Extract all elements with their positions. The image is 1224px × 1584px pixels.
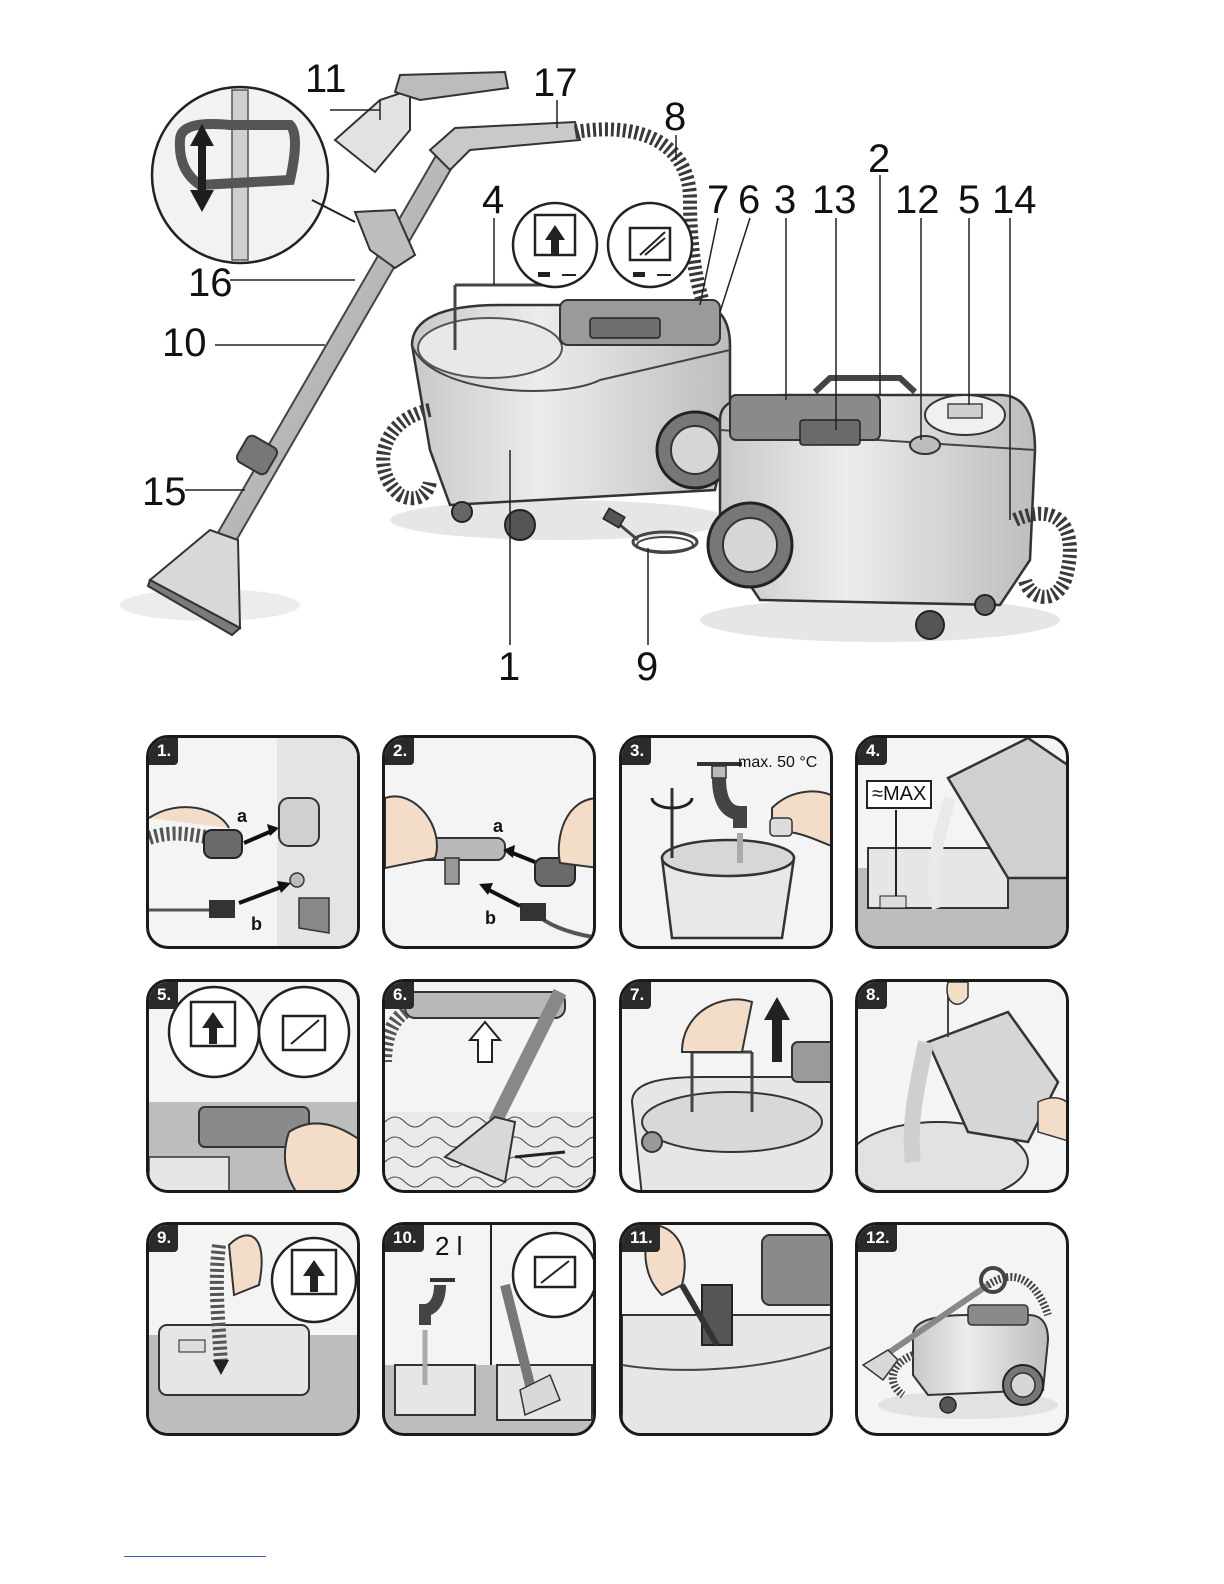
- handle-detail-circle: [152, 87, 355, 263]
- callout-4: 4: [482, 178, 504, 222]
- step-number: 3.: [622, 738, 651, 765]
- step-number: 6.: [385, 982, 414, 1009]
- footer-divider: [124, 1556, 266, 1557]
- step-panel-10: 10. 2 l: [382, 1222, 596, 1436]
- callout-3: 3: [774, 178, 796, 222]
- step-9-illustration: [149, 1225, 360, 1436]
- max-temperature-label: max. 50 °C: [738, 754, 817, 772]
- callout-6: 6: [738, 178, 760, 222]
- step-panel-8: 8.: [855, 979, 1069, 1193]
- step-number: 11.: [622, 1225, 660, 1252]
- max-fill-label: ≈MAX: [866, 780, 932, 809]
- step-8-illustration: [858, 982, 1069, 1193]
- water-amount-label: 2 l: [435, 1231, 462, 1262]
- step-panel-3: 3. max. 50 °C: [619, 735, 833, 949]
- step-panel-9: 9.: [146, 1222, 360, 1436]
- step-number: 7.: [622, 982, 651, 1009]
- callout-1: 1: [498, 645, 520, 689]
- step-4-illustration: [858, 738, 1069, 949]
- step-panel-12: 12.: [855, 1222, 1069, 1436]
- step-panel-1: 1. a b: [146, 735, 360, 949]
- label-b: b: [251, 914, 262, 935]
- callout-9: 9: [636, 645, 658, 689]
- device-rear-unit: [708, 378, 1070, 639]
- callout-8: 8: [664, 95, 686, 139]
- step-7-illustration: [622, 982, 833, 1193]
- step-number: 12.: [858, 1225, 897, 1252]
- step-number: 2.: [385, 738, 414, 765]
- callout-16: 16: [188, 261, 233, 305]
- step-number: 8.: [858, 982, 887, 1009]
- label-b: b: [485, 908, 496, 929]
- step-5-illustration: [149, 982, 360, 1193]
- step-number: 9.: [149, 1225, 178, 1252]
- step-panel-4: 4. ≈MAX: [855, 735, 1069, 949]
- overview-illustration: 11 17 8 2 4 7 6 3 13 12 5 14 16 10 15 1 …: [0, 0, 1224, 700]
- callout-13: 13: [812, 178, 857, 222]
- callout-11: 11: [305, 57, 347, 101]
- label-a: a: [237, 806, 247, 827]
- step-panel-7: 7.: [619, 979, 833, 1193]
- hand-nozzle: [335, 72, 508, 172]
- step-12-illustration: [858, 1225, 1069, 1436]
- step-panel-5: 5.: [146, 979, 360, 1193]
- step-panel-6: 6.: [382, 979, 596, 1193]
- callout-12: 12: [895, 178, 940, 222]
- step-11-illustration: [622, 1225, 833, 1436]
- callout-15: 15: [142, 470, 187, 514]
- callout-14: 14: [992, 178, 1037, 222]
- callout-17: 17: [533, 61, 578, 105]
- step-6-illustration: [385, 982, 596, 1193]
- callout-5: 5: [958, 178, 980, 222]
- callout-2: 2: [868, 137, 890, 181]
- switch-symbol-circles: [513, 203, 692, 287]
- step-number: 1.: [149, 738, 178, 765]
- step-number: 4.: [858, 738, 887, 765]
- step-10-illustration: [385, 1225, 596, 1436]
- callout-10: 10: [162, 321, 207, 365]
- step-panel-11: 11.: [619, 1222, 833, 1436]
- label-a: a: [493, 816, 503, 837]
- step-panel-2: 2. a b: [382, 735, 596, 949]
- callout-7: 7: [707, 178, 729, 222]
- step-number: 5.: [149, 982, 178, 1009]
- step-number: 10.: [385, 1225, 424, 1252]
